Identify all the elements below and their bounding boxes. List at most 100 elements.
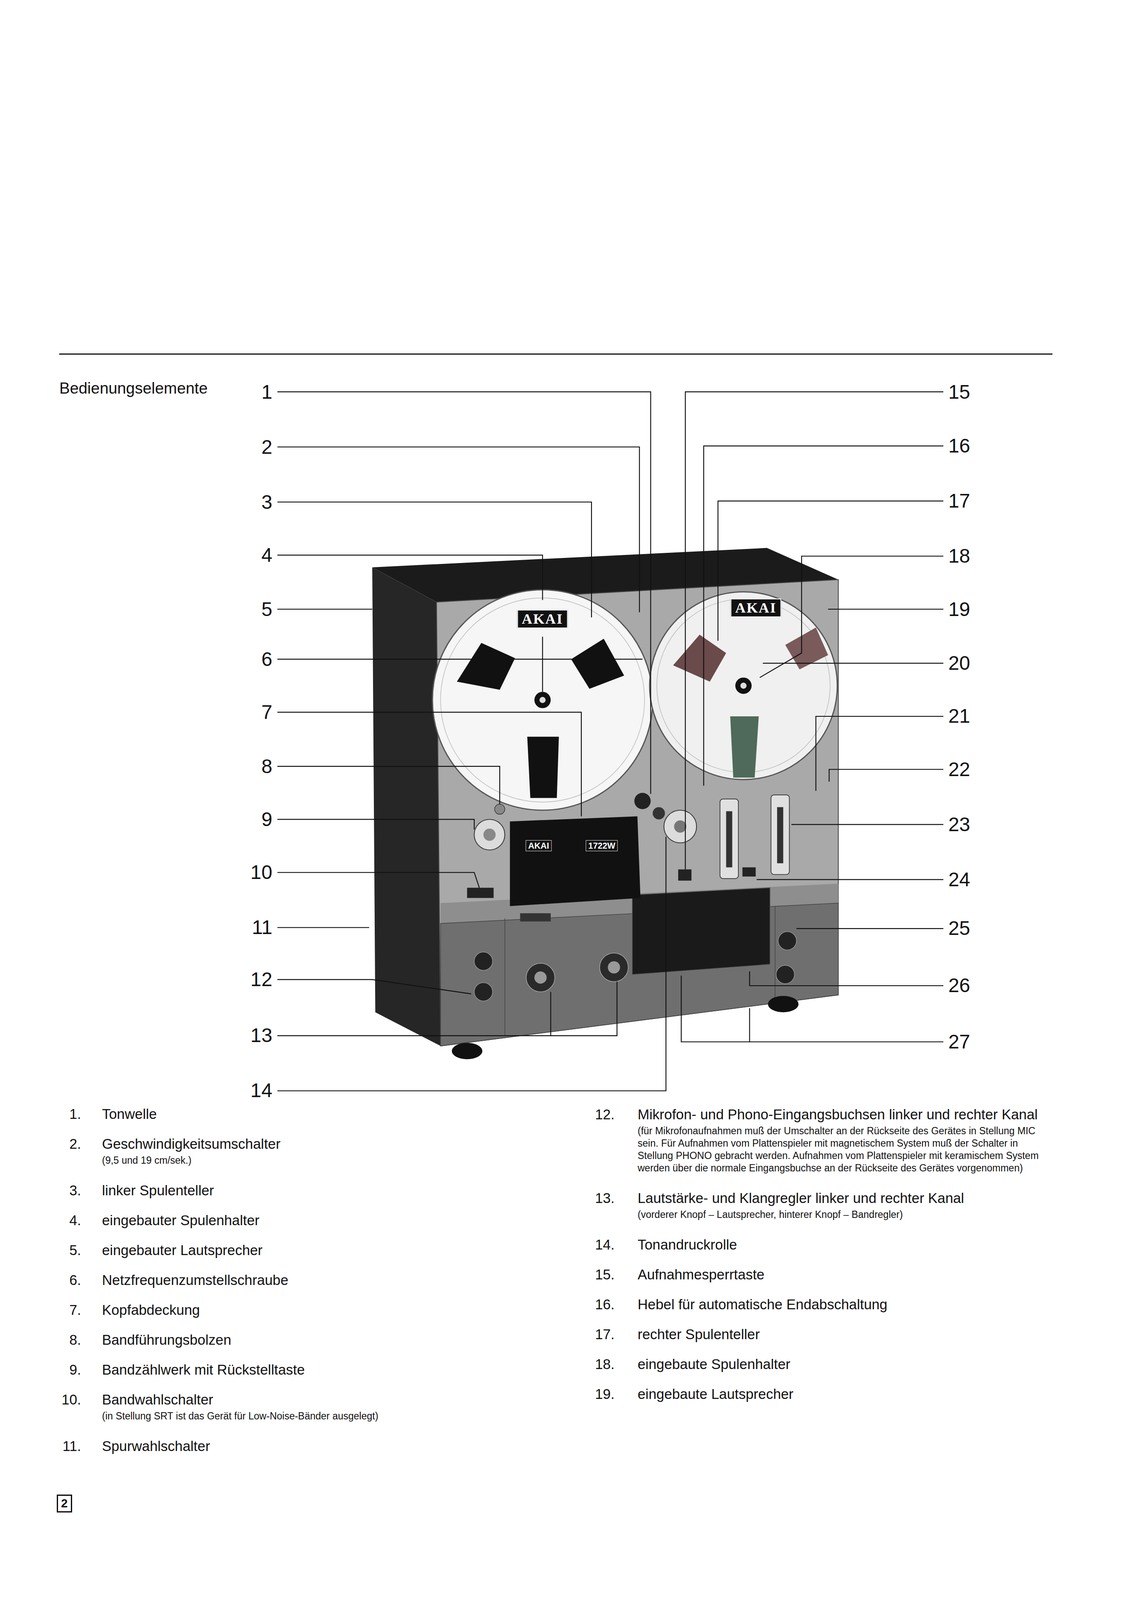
leader-line	[542, 636, 543, 692]
jack	[775, 964, 795, 984]
item-list: 1.Tonwelle2.Geschwindigkeitsumschalter(9…	[46, 1104, 563, 1467]
vu-meter	[632, 887, 771, 975]
list-item: 19. eingebaute Lautsprecher	[584, 1384, 1049, 1403]
item-body: Bandzählwerk mit Rückstelltaste	[102, 1360, 563, 1379]
callout-number: 14	[222, 1080, 273, 1100]
list-item: 7.Kopfabdeckung	[46, 1300, 563, 1319]
leader-line	[277, 766, 500, 804]
item-number: 18.	[584, 1355, 615, 1373]
input-jack	[474, 951, 493, 971]
leader-line	[277, 872, 480, 888]
slide-lever	[770, 794, 790, 875]
item-body: Kopfabdeckung	[102, 1300, 563, 1319]
list-item: 11.Spurwahlschalter	[46, 1437, 563, 1455]
callout-number: 4	[222, 545, 273, 565]
reel-window	[527, 736, 559, 798]
leader-line	[749, 971, 944, 986]
item-body: Tonandruckrolle	[637, 1235, 1049, 1254]
tape-roller	[652, 807, 665, 820]
slide-lever	[719, 798, 739, 879]
item-name: eingebaute Spulenhalter	[637, 1355, 1049, 1373]
callout-number: 9	[222, 809, 273, 829]
leader-line	[756, 878, 944, 880]
knob-cap	[534, 971, 547, 984]
list-item: 2.Geschwindigkeitsumschalter(9,5 und 19 …	[46, 1134, 563, 1169]
item-number: 19.	[584, 1384, 615, 1403]
leader-line	[277, 991, 551, 1036]
pinch-roller-knob	[664, 810, 697, 843]
leader-line	[762, 662, 944, 664]
reel-window	[457, 642, 516, 690]
callout-number: 10	[222, 862, 273, 882]
item-body: Hebel für automatische Endabschaltung	[637, 1295, 1049, 1313]
panel-divider	[504, 918, 505, 1036]
right-reel	[649, 591, 838, 780]
leader-line	[277, 391, 651, 794]
list-item: 10.Bandwahlschalter(in Stellung SRT ist …	[46, 1390, 563, 1425]
item-list: 12.Mikrofon- und Phono-Eingangsbuchsen l…	[584, 1105, 1049, 1415]
callout-number: 25	[948, 918, 971, 938]
callout-number: 20	[948, 652, 971, 673]
item-name: Lautstärke- und Klangregler linker und r…	[637, 1189, 1049, 1207]
list-item: 13.Lautstärke- und Klangregler linker un…	[584, 1189, 1049, 1224]
callout-number: 7	[222, 702, 273, 722]
item-note: (in Stellung SRT ist das Gerät für Low-N…	[102, 1409, 563, 1423]
item-body: eingebauter Lautsprecher	[102, 1241, 563, 1259]
item-number: 15.	[584, 1265, 615, 1283]
item-number: 4.	[46, 1211, 82, 1229]
list-item: 6.Netzfrequenzumstellschraube	[46, 1270, 563, 1289]
leader-line	[749, 1008, 944, 1042]
item-name: Netzfrequenzumstellschraube	[102, 1270, 563, 1289]
item-body: eingebauter Spulenhalter	[102, 1211, 563, 1229]
item-body: Bandführungsbolzen	[102, 1330, 563, 1349]
item-name: rechter Spulenteller	[637, 1325, 1049, 1343]
item-name: Bandführungsbolzen	[102, 1330, 563, 1349]
lever-slot	[725, 810, 732, 867]
item-name: Spurwahlschalter	[102, 1437, 563, 1455]
reel-rim	[440, 597, 645, 802]
item-name: eingebaute Lautsprecher	[637, 1384, 1049, 1403]
callout-number: 8	[222, 756, 273, 776]
item-number: 10.	[46, 1390, 82, 1408]
item-body: Geschwindigkeitsumschalter(9,5 und 19 cm…	[102, 1134, 563, 1169]
switch	[520, 912, 551, 922]
cabinet-side	[372, 567, 441, 1046]
list-item: 12.Mikrofon- und Phono-Eingangsbuchsen l…	[584, 1105, 1049, 1177]
item-name: Kopfabdeckung	[102, 1300, 563, 1319]
list-item: 8.Bandführungsbolzen	[46, 1330, 563, 1349]
knob-cap	[673, 820, 687, 833]
spindle-cap	[740, 682, 747, 689]
callout-number: 2	[222, 437, 273, 457]
reel-window	[571, 638, 624, 689]
item-number: 1.	[46, 1104, 82, 1123]
list-item: 4. eingebauter Spulenhalter	[46, 1211, 563, 1229]
item-note: (für Mikrofonaufnahmen muß der Umschalte…	[637, 1124, 1049, 1175]
leader-line	[550, 981, 617, 1036]
item-name: Geschwindigkeitsumschalter	[102, 1134, 563, 1153]
leader-line	[717, 501, 944, 641]
left-reel	[432, 589, 653, 811]
leader-line	[277, 608, 373, 610]
model-plate: 1722W	[585, 839, 618, 852]
brand-logo: AKAI	[730, 598, 782, 618]
foot	[451, 1042, 483, 1059]
item-note: (9,5 und 19 cm/sek.)	[102, 1154, 563, 1167]
leader-line	[277, 658, 643, 660]
leader-line	[277, 711, 582, 817]
spindle	[534, 691, 551, 709]
item-body: rechter Spulenteller	[637, 1325, 1049, 1343]
item-body: Aufnahmesperrtaste	[637, 1265, 1049, 1283]
leader-line	[685, 391, 944, 870]
rule-line	[59, 353, 1053, 355]
model-plate: AKAI	[525, 839, 552, 852]
item-name: linker Spulenteller	[102, 1181, 563, 1199]
item-name: Aufnahmesperrtaste	[637, 1265, 1049, 1283]
callout-number: 13	[222, 1025, 273, 1045]
panel-divider	[774, 906, 776, 1006]
item-number: 9.	[46, 1360, 82, 1379]
page-heading: Bedienungselemente	[59, 379, 208, 398]
leader-lines	[277, 391, 944, 1091]
item-name: Mikrofon- und Phono-Eingangsbuchsen link…	[637, 1105, 1049, 1123]
item-name: eingebauter Spulenhalter	[102, 1211, 563, 1229]
callout-number: 18	[948, 545, 971, 566]
